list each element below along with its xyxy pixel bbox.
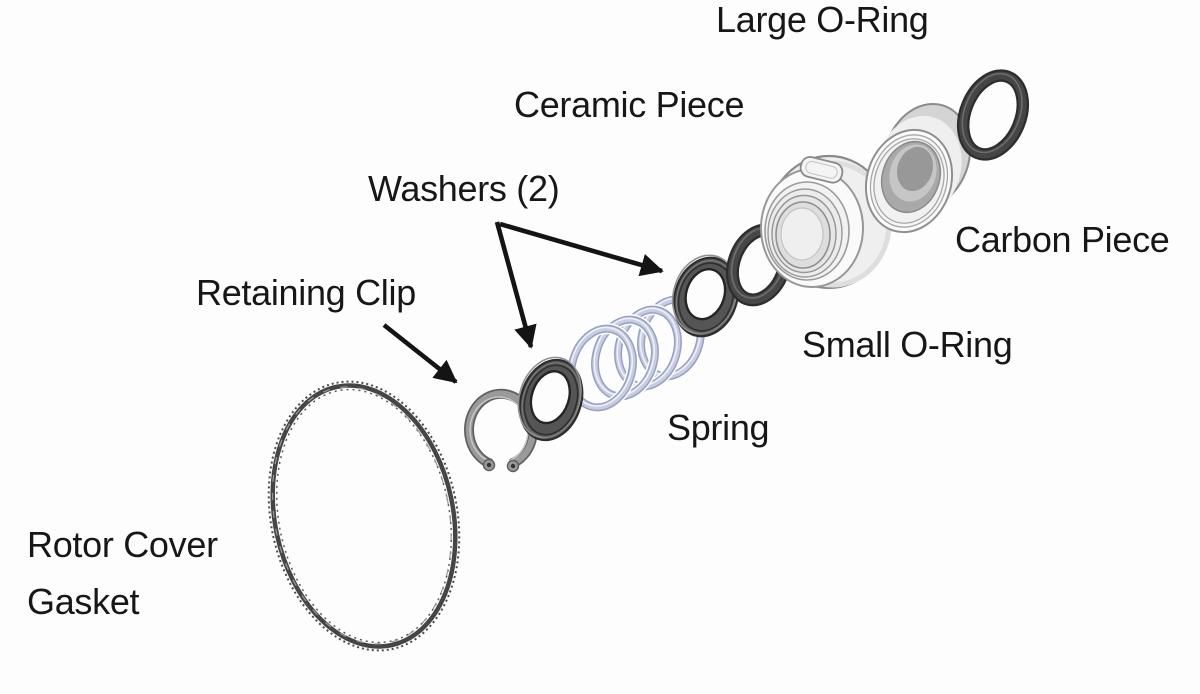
spring-label: Spring — [667, 407, 770, 448]
retaining-clip-label: Retaining Clip — [196, 272, 416, 313]
label-arrows — [382, 221, 664, 384]
ceramic-notch — [799, 156, 844, 184]
large-o-ring-label: Large O-Ring — [716, 0, 929, 40]
rotor-cover-gasket-part — [267, 380, 461, 652]
spring-part — [565, 294, 707, 413]
carbon-piece-label: Carbon Piece — [955, 219, 1170, 260]
large-o-ring-part — [956, 69, 1030, 161]
rotor-cover-gasket-label-line1: Rotor Cover — [27, 524, 218, 565]
washer-2-part — [671, 254, 740, 338]
washers-label: Washers (2) — [368, 168, 560, 209]
washers-arrow-left — [494, 221, 537, 349]
retaining-clip-part — [464, 388, 538, 473]
ceramic-piece-label: Ceramic Piece — [514, 84, 745, 125]
washers-arrow-right — [499, 221, 664, 277]
carbon-piece-part — [864, 102, 972, 234]
rotor-cover-gasket-label: Rotor Cover Gasket — [27, 516, 218, 630]
retaining-clip-arrow — [382, 323, 458, 384]
washer-1-part — [517, 356, 584, 442]
rotor-cover-gasket-label-line2: Gasket — [27, 581, 140, 622]
small-o-ring-label: Small O-Ring — [802, 324, 1013, 365]
ceramic-piece-part — [760, 154, 892, 290]
